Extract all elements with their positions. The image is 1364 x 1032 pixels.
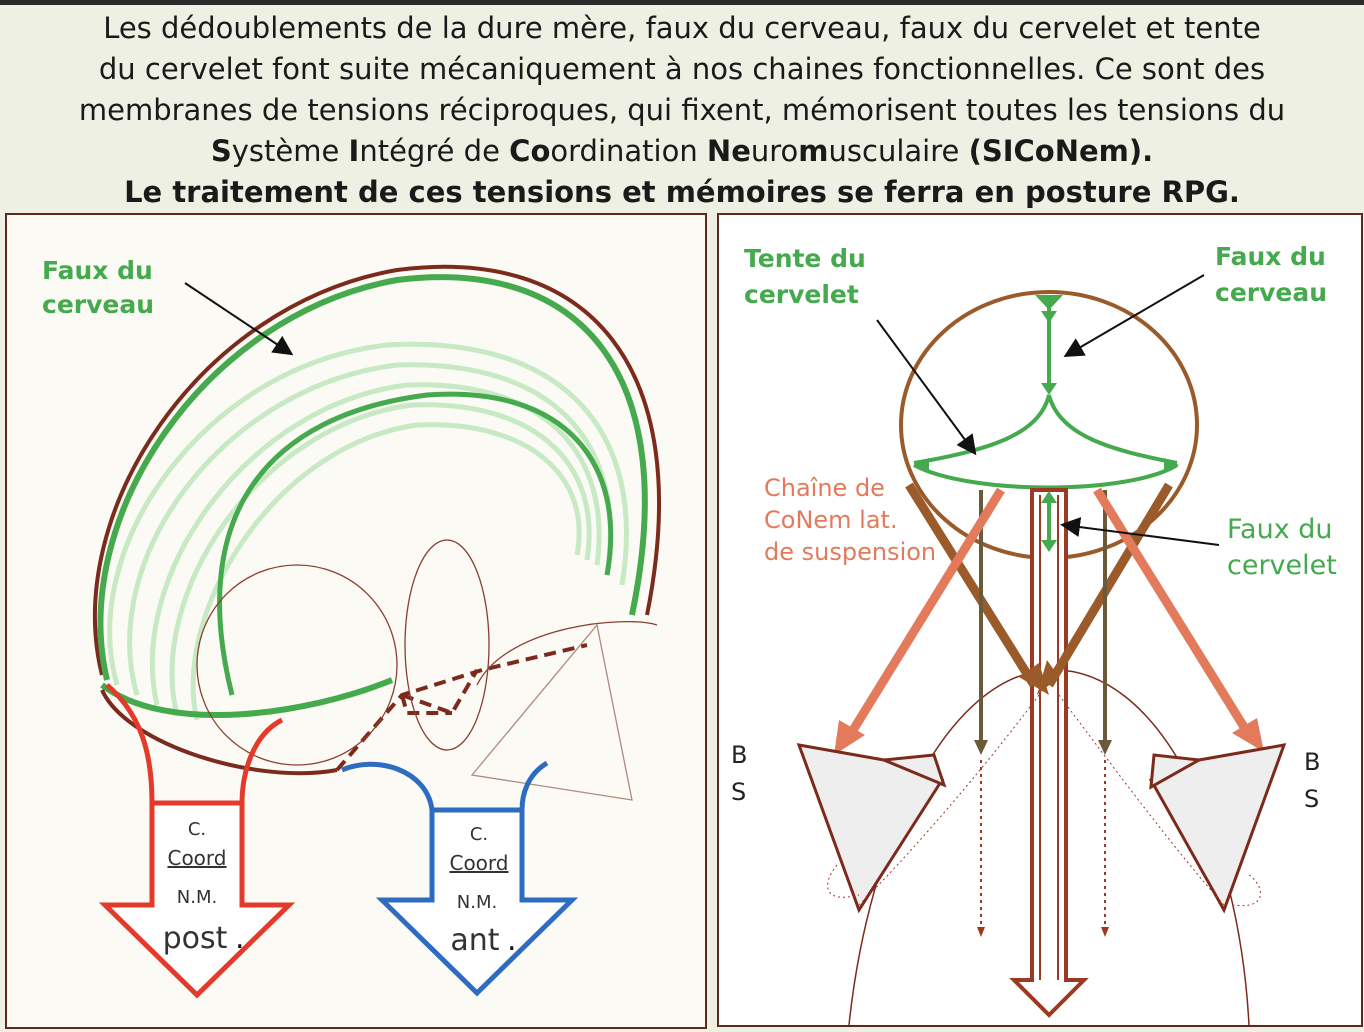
heading-line-1: Les dédoublements de la dure mère, faux …: [103, 11, 1261, 45]
heading-line-5: Le traitement de ces tensions et mémoire…: [124, 175, 1240, 209]
right-diagram-panel: Tente du cervelet Faux du cerveau Chaîne…: [717, 213, 1363, 1027]
falx-outer-green: [97, 274, 648, 681]
tente-label-line2: cervelet: [744, 280, 859, 309]
left-diagram-panel: Faux du cerveau C. Coord N.M. post . C. …: [5, 213, 707, 1029]
post-arrow-text-post: post: [163, 921, 228, 956]
chaine-label-line2: CoNem lat.: [764, 506, 898, 534]
falx-inner-green: [217, 391, 614, 696]
faux-pointer-arrow: [184, 282, 294, 356]
brown-arrow-left: [905, 482, 1038, 688]
chaine-label-line3: de suspension: [764, 538, 936, 566]
slide-heading: Les dédoublements de la dure mère, faux …: [0, 8, 1364, 213]
top-border: [0, 0, 1364, 5]
post-arrow-dot: .: [235, 921, 245, 956]
tente-label-line1: Tente du: [744, 244, 866, 273]
faux-cervelet-label-line2: cervelet: [1227, 550, 1337, 581]
tente-pointer-arrow: [876, 319, 977, 456]
bs-left-b: B: [731, 741, 747, 769]
salmon-arrow-right: [1093, 487, 1253, 738]
falx-layers: [107, 341, 629, 721]
chaine-label-line1: Chaîne de: [764, 474, 885, 502]
faux-cerveau-right-label-line2: cerveau: [1215, 278, 1327, 307]
dashed-tentorium: [335, 643, 588, 772]
ant-arrow: C. Coord N.M. ant .: [341, 760, 579, 997]
faux-cervelet-pointer-arrow: [1060, 517, 1220, 546]
faux-cerveau-right-label-line1: Faux du: [1215, 242, 1326, 271]
bs-right-shape: [1148, 743, 1287, 914]
ant-arrow-text-ant: ant: [450, 923, 499, 958]
post-arrow: C. Coord N.M. post .: [98, 683, 296, 999]
bs-right-s: S: [1304, 785, 1319, 813]
post-arrow-text-c: C.: [188, 819, 206, 840]
falx-outer-red: [92, 264, 662, 676]
central-double-arrow: [1009, 488, 1089, 1018]
post-arrow-text-coord: Coord: [167, 846, 226, 870]
ant-arrow-text-coord: Coord: [449, 851, 508, 875]
heading-line-4: Système Intégré de Coordination Neuromus…: [210, 134, 1154, 168]
ant-arrow-dot: .: [507, 923, 517, 958]
ant-arrow-text-nm: N.M.: [457, 892, 497, 913]
ant-arrow-text-c: C.: [470, 824, 488, 845]
faux-du-cerveau-label-line2: cerveau: [42, 290, 154, 319]
skull-outlines: [196, 539, 658, 801]
tentorium-diagram: Tente du cervelet Faux du cerveau Chaîne…: [731, 242, 1337, 1025]
heading-line-2: du cervelet font suite mécaniquement à n…: [98, 52, 1266, 86]
bs-right-b: B: [1304, 748, 1320, 776]
bs-left-shape: [796, 743, 947, 914]
skull-base-line: [100, 689, 338, 776]
tentorium-green: [913, 394, 1179, 490]
heading-line-3: membranes de tensions réciproques, qui f…: [78, 93, 1286, 127]
brown-arrow-right: [1045, 482, 1173, 688]
post-arrow-text-nm: N.M.: [177, 887, 217, 908]
faux-du-cerveau-label-line1: Faux du: [42, 256, 153, 285]
falx-base-green: [100, 677, 394, 719]
brain-falx-diagram: Faux du cerveau C. Coord N.M. post . C. …: [42, 256, 662, 999]
salmon-arrow-left: [843, 487, 1005, 743]
bs-left-s: S: [731, 778, 746, 806]
faux-cerveau-pointer-arrow: [1063, 274, 1205, 358]
faux-cervelet-label-line1: Faux du: [1227, 514, 1333, 545]
